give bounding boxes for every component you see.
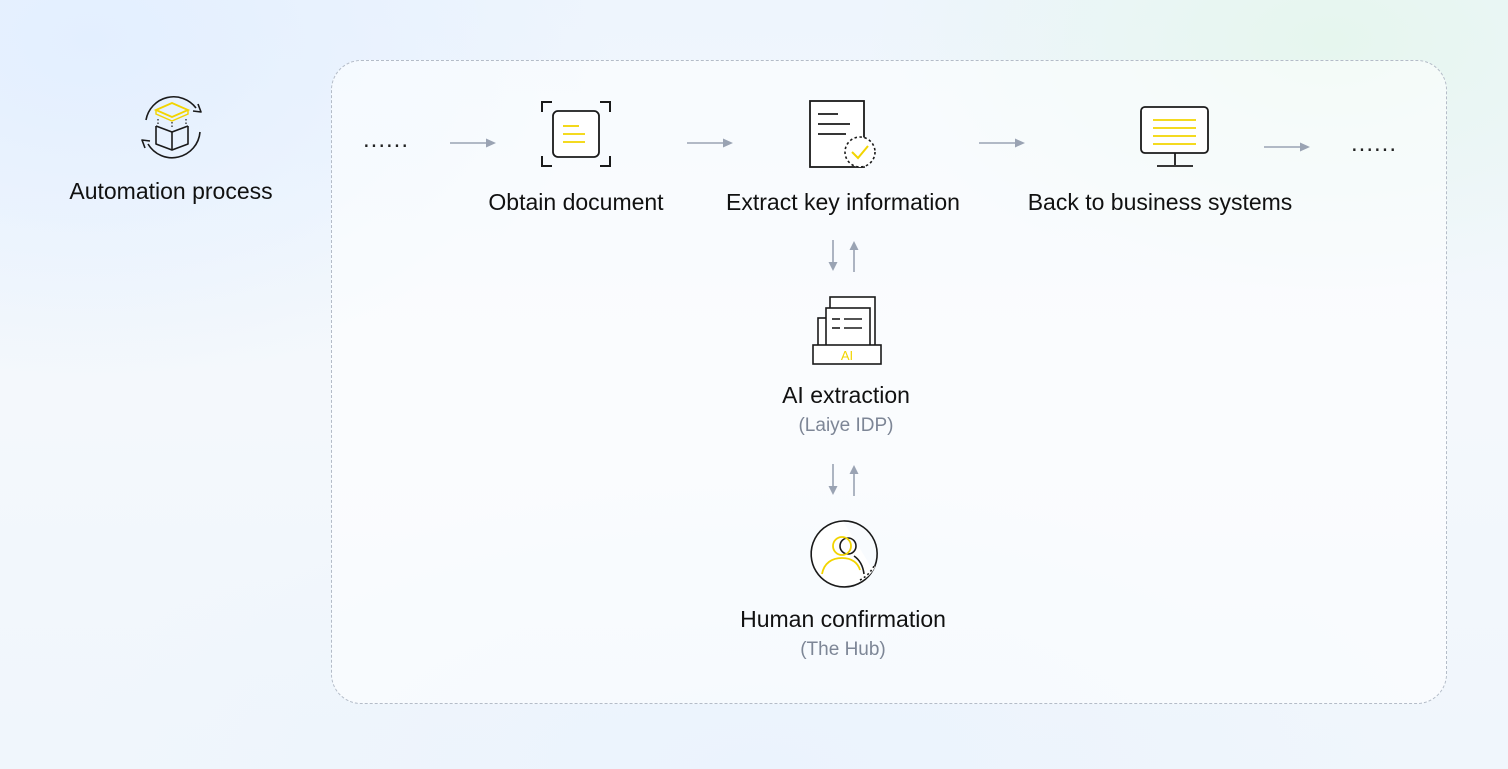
step-label: Obtain document bbox=[488, 189, 664, 215]
ai-extraction-sublabel: (Laiye IDP) bbox=[798, 415, 894, 436]
ai-icon-text: AI bbox=[841, 348, 853, 363]
trailing-ellipsis: ...... bbox=[1351, 130, 1398, 157]
step-extract-key-information: Extract key information bbox=[700, 90, 986, 230]
automation-cycle-box-icon bbox=[141, 95, 202, 159]
flow-arrow bbox=[979, 138, 1025, 148]
ai-file-tray-icon: AI bbox=[812, 296, 882, 365]
bidirectional-arrows bbox=[828, 240, 859, 272]
flow-arrow bbox=[450, 138, 496, 148]
step-obtain-document: Obtain document bbox=[470, 90, 680, 230]
human-confirmation-label: Human confirmation bbox=[740, 606, 946, 632]
person-icon bbox=[810, 520, 878, 588]
human-confirmation-node: Human confirmation (The Hub) bbox=[720, 514, 970, 664]
step-label: Extract key information bbox=[726, 189, 960, 215]
document-check-icon bbox=[809, 100, 876, 168]
step-label: Back to business systems bbox=[1027, 189, 1293, 215]
automation-process: Automation process bbox=[0, 0, 330, 230]
flow-arrow bbox=[687, 138, 733, 148]
document-scan-icon bbox=[541, 101, 611, 167]
leading-ellipsis: ...... bbox=[363, 126, 410, 153]
human-confirmation-sublabel: (The Hub) bbox=[800, 639, 886, 660]
bidirectional-arrows bbox=[828, 464, 859, 496]
process-panel bbox=[331, 60, 1447, 704]
automation-process-label: Automation process bbox=[69, 178, 273, 204]
ai-extraction-label: AI extraction bbox=[782, 382, 910, 408]
step-back-to-business-systems: Back to business systems bbox=[1010, 90, 1310, 230]
flow-arrow bbox=[1264, 142, 1310, 152]
monitor-icon bbox=[1140, 106, 1209, 167]
ai-extraction-node: AI AI extraction (Laiye IDP) bbox=[740, 290, 950, 440]
